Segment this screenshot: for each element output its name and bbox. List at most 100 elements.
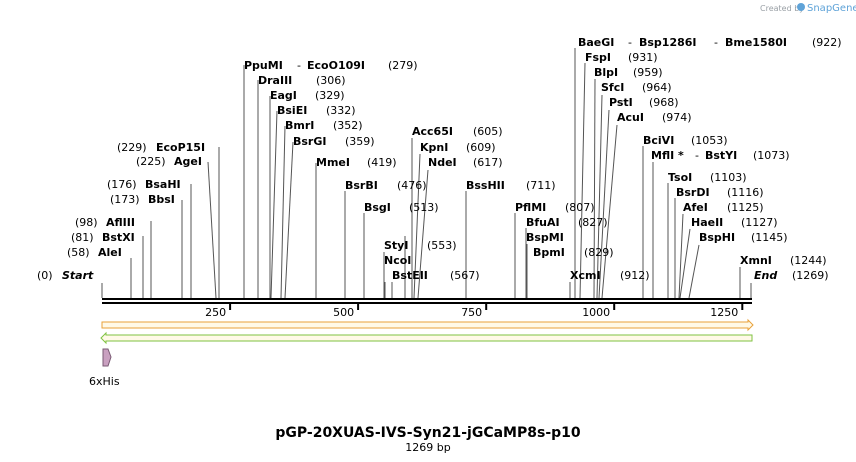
site-name: BbsI [148, 193, 175, 206]
cut-line [688, 244, 700, 299]
created-by-text: Created by [760, 4, 804, 13]
site-position: (329) [315, 89, 345, 102]
site-name: XcmI [570, 269, 601, 282]
site-name: BfuAI [526, 216, 560, 229]
cut-line [679, 228, 691, 299]
site-position: (359) [345, 135, 375, 148]
cut-site-labels: Start (0) AleI (58) BstXI (81) AflIII (9… [37, 36, 842, 282]
site-name: BstYI [705, 149, 737, 162]
site-name: BssHII [466, 179, 505, 192]
site-name: EcoO109I [307, 59, 365, 72]
plasmid-title: pGP-20XUAS-IVS-Syn21-jGCaMP8s-p10 [275, 425, 581, 441]
site-name: KpnI [420, 141, 448, 154]
site-position: (279) [388, 59, 418, 72]
end-label: End [754, 269, 777, 282]
site-name: AcuI [617, 111, 644, 124]
site-position: (419) [367, 156, 397, 169]
site-position: (81) [71, 231, 94, 244]
site-position: (98) [75, 216, 98, 229]
site-position: (922) [812, 36, 842, 49]
site-name: BsrBI [345, 179, 378, 192]
site-position: (711) [526, 179, 556, 192]
site-position: (332) [326, 104, 356, 117]
axis-tick-label: 500 [333, 306, 354, 319]
site-position: (173) [110, 193, 140, 206]
axis-tick-label: 750 [461, 306, 482, 319]
site-name: BsiEI [277, 104, 307, 117]
site-name: AgeI [174, 155, 202, 168]
site-position: (229) [117, 141, 147, 154]
axis-tick-label: 250 [205, 306, 226, 319]
site-position: (617) [473, 156, 503, 169]
site-position: (807) [565, 201, 595, 214]
start-label: Start [62, 269, 94, 282]
feature-6xhis[interactable]: 6xHis [89, 348, 120, 388]
site-position: (931) [628, 51, 658, 64]
site-position: (1145) [751, 231, 788, 244]
site-name: EcoP15I [156, 141, 205, 154]
site-position: (567) [450, 269, 480, 282]
site-name: BmrI [285, 119, 314, 132]
site-name: PstI [609, 96, 633, 109]
site-position: (306) [316, 74, 346, 87]
site-position: (1053) [691, 134, 728, 147]
site-name: PflMI [515, 201, 546, 214]
axis-line-top [102, 298, 752, 300]
cut-line [678, 213, 684, 299]
forward-strand-arrow [101, 318, 754, 332]
cut-line [579, 62, 586, 299]
site-name: Bme1580I [725, 36, 787, 49]
site-name: HaeII [691, 216, 723, 229]
site-position: (964) [642, 81, 672, 94]
site-name: NcoI [384, 254, 411, 267]
cut-line [413, 153, 421, 299]
site-name: AflIII [106, 216, 135, 229]
brand-text: SnapGene [807, 3, 856, 14]
site-name: NdeI [428, 156, 457, 169]
site-position: (225) [136, 155, 166, 168]
site-position: (553) [427, 239, 457, 252]
snapgene-logo: Created by SnapGene [760, 3, 856, 14]
site-position: (513) [409, 201, 439, 214]
site-name: BstXI [102, 231, 135, 244]
feature-6xhis-label: 6xHis [89, 375, 120, 388]
site-position: (58) [67, 246, 90, 259]
site-name: BstEII [392, 269, 428, 282]
feature-6xhis-shape[interactable] [102, 348, 112, 367]
cut-line [601, 124, 618, 299]
site-name: EagI [270, 89, 297, 102]
site-position: (605) [473, 125, 503, 138]
site-name: AleI [98, 246, 122, 259]
axis-tick [229, 304, 232, 310]
site-joiner: - [714, 36, 718, 49]
axis-line-bottom [102, 302, 752, 304]
site-name: BaeGI [578, 36, 614, 49]
site-name: BsrDI [676, 186, 710, 199]
axis-tick [357, 304, 360, 310]
start-position: (0) [37, 269, 53, 282]
site-position: (968) [649, 96, 679, 109]
cut-line [280, 125, 286, 299]
plasmid-title-block: pGP-20XUAS-IVS-Syn21-jGCaMP8s-p10 1269 b… [275, 425, 581, 454]
site-name: Bsp1286I [639, 36, 697, 49]
axis-tick [613, 304, 616, 310]
site-name: SfcI [601, 81, 624, 94]
site-position: (1103) [710, 171, 747, 184]
end-position: (1269) [792, 269, 829, 282]
site-position: (1073) [753, 149, 790, 162]
cut-line [284, 141, 294, 299]
site-name: PpuMI [244, 59, 283, 72]
site-name: StyI [384, 239, 408, 252]
site-position: (176) [107, 178, 137, 191]
site-position: (1127) [741, 216, 778, 229]
site-name: BsaHI [145, 178, 181, 191]
axis-tick-label: 1250 [710, 306, 738, 319]
site-name: Acc65I [412, 125, 453, 138]
site-name: BsrGI [293, 135, 326, 148]
cut-site-lines [101, 48, 752, 299]
site-name: MmeI [316, 156, 350, 169]
site-name: MflI * [651, 149, 684, 162]
site-joiner: - [297, 59, 301, 72]
